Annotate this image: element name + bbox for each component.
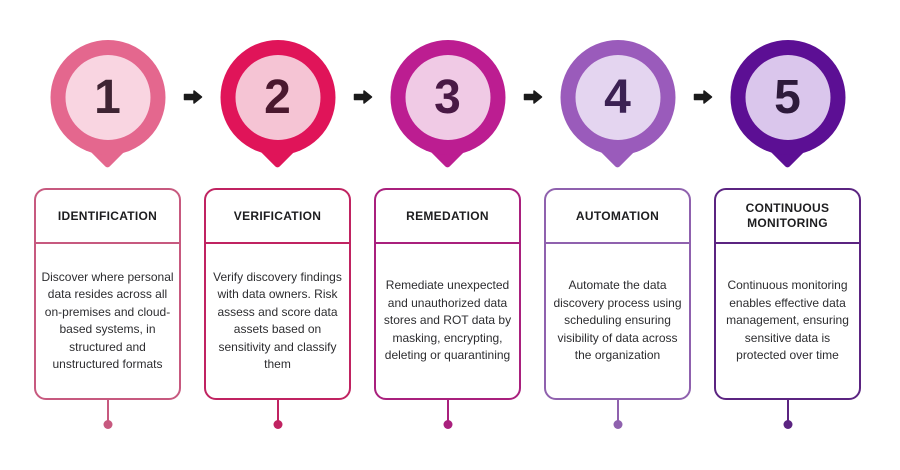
step-5-title: CONTINUOUS MONITORING	[716, 190, 859, 244]
step-4-title: AUTOMATION	[546, 190, 689, 244]
connector-line	[616, 400, 619, 422]
connector-line	[446, 400, 449, 422]
step-2-title: VERIFICATION	[206, 190, 349, 244]
step-2-marker: 2	[220, 40, 335, 169]
connector-dot	[273, 420, 282, 429]
step-number: 1	[94, 70, 121, 124]
step-4-description: Automate the data discovery process usin…	[553, 278, 682, 363]
pin-inner: 3	[405, 55, 490, 140]
step-1-description: Discover where personal data resides acr…	[41, 269, 174, 372]
arrow-right-icon	[183, 90, 203, 104]
step-1-card: IDENTIFICATION Discover where personal d…	[34, 188, 181, 400]
pin-inner: 5	[745, 55, 830, 140]
step-3-description: Remediate unexpected and unauthorized da…	[383, 278, 512, 363]
step-number: 5	[774, 70, 801, 124]
connector-line	[786, 400, 789, 422]
step-3-marker: 3	[390, 40, 505, 169]
pin-inner: 1	[65, 55, 150, 140]
connector-dot	[103, 420, 112, 429]
step-2-card: VERIFICATION Verify discovery findings w…	[204, 188, 351, 400]
connector-dot	[443, 420, 452, 429]
arrow-right-icon	[353, 90, 373, 104]
step-2-description: Verify discovery findings with data owne…	[213, 269, 342, 372]
step-5-marker: 5	[730, 40, 845, 169]
step-5-card: CONTINUOUS MONITORING Continuous monitor…	[714, 188, 861, 400]
connector-dot	[613, 420, 622, 429]
pin-inner: 4	[575, 55, 660, 140]
step-3: 3 REMEDATION Remediate unexpected and un…	[374, 0, 521, 470]
step-3-title: REMEDATION	[376, 190, 519, 244]
step-3-card: REMEDATION Remediate unexpected and unau…	[374, 188, 521, 400]
step-number: 4	[604, 70, 631, 124]
step-number: 2	[264, 70, 291, 124]
connector-dot	[783, 420, 792, 429]
connector-line	[106, 400, 109, 422]
step-1-marker: 1	[50, 40, 165, 169]
step-2: 2 VERIFICATION Verify discovery findings…	[204, 0, 351, 470]
step-4-card: AUTOMATION Automate the data discovery p…	[544, 188, 691, 400]
step-5: 5 CONTINUOUS MONITORING Continuous monit…	[714, 0, 861, 470]
pin-inner: 2	[235, 55, 320, 140]
step-1: 1 IDENTIFICATION Discover where personal…	[34, 0, 181, 470]
step-5-description: Continuous monitoring enables effective …	[726, 278, 849, 363]
step-4: 4 AUTOMATION Automate the data discovery…	[544, 0, 691, 470]
step-4-marker: 4	[560, 40, 675, 169]
step-number: 3	[434, 70, 461, 124]
step-1-title: IDENTIFICATION	[36, 190, 179, 244]
arrow-right-icon	[693, 90, 713, 104]
arrow-right-icon	[523, 90, 543, 104]
connector-line	[276, 400, 279, 422]
